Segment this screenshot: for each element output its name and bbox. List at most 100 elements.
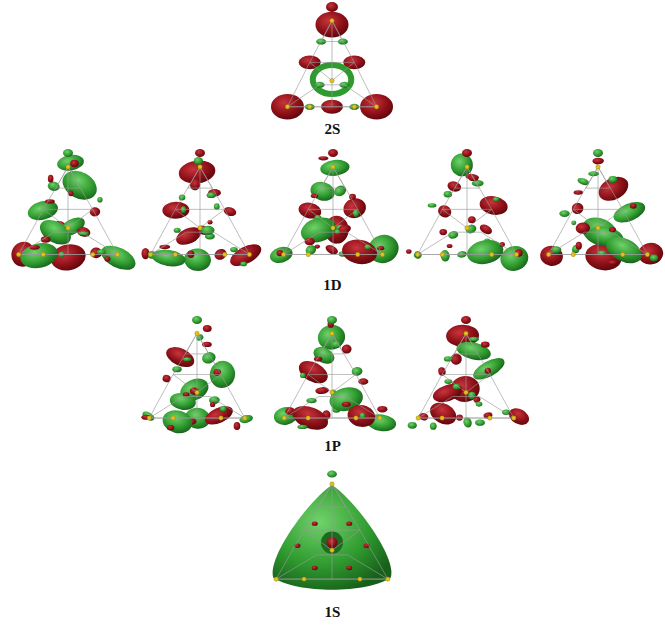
lobe [609,227,616,232]
atom-dot [378,416,382,420]
lobe [203,325,212,332]
bond-line [466,333,467,392]
bond-line [598,254,623,255]
atom-dot [66,165,70,169]
atom-dot [306,416,310,420]
bond-line [442,374,466,392]
bond-line [333,254,358,255]
bond-line [418,374,442,418]
bond-line [549,232,585,254]
atom-dot [330,482,334,486]
atom-dot [195,390,199,394]
atom-dot [415,252,419,256]
bond-line [598,167,610,188]
lobe [450,153,474,177]
orbital-isosurface [406,149,531,274]
bond-line [481,232,517,254]
orbital-isosurface [408,316,532,430]
label-row: 1S [0,603,665,621]
bond-line [200,167,212,188]
bond-line [332,374,356,392]
label-row: 1P [0,437,665,455]
lobe [346,566,352,570]
lobe [453,384,461,390]
atom-dot [330,331,334,335]
orbital-isosurface [142,149,265,272]
lobe [183,357,192,361]
lobe [476,402,483,407]
lobe [341,196,368,221]
orbital-isosurface [8,149,139,275]
lobe [68,191,73,197]
bond-line [358,254,383,255]
lobe [45,199,55,203]
bond-line [68,167,69,228]
lobe [342,402,351,407]
lobe [230,247,238,252]
atom-dot [416,416,420,420]
bond-line [197,333,209,354]
bond-line [149,374,173,418]
atom-dot [621,252,625,256]
bond-line [360,530,388,579]
lobe [319,158,350,177]
lobe [174,228,181,233]
bond-line [197,374,221,392]
bond-line [332,484,346,507]
bond-line [360,579,388,580]
atom-dot [374,105,378,109]
lobe [592,158,604,165]
bond-line [418,396,453,418]
lobe [571,220,576,225]
bond-line [151,254,176,255]
lobe [332,183,348,198]
bond-line [573,254,598,255]
atom-dot [247,252,251,256]
lobe [461,316,471,324]
bond-line [287,85,319,107]
bond-line [356,418,380,419]
lobe [462,149,472,157]
bond-line [68,167,80,188]
lobe [439,229,447,235]
atom-dot [302,577,306,581]
lobe [413,250,423,260]
bond-line [93,209,118,254]
bond-line [68,254,93,255]
lobe [315,244,320,248]
bond-line [332,418,356,419]
lobe [214,203,220,210]
bond-line [467,209,492,228]
atom-dot [147,416,151,420]
bond-line [453,396,480,397]
lobe [650,255,658,262]
lobe [327,471,337,478]
bond-line [332,62,354,80]
bond-line [490,418,514,419]
lobe [595,172,633,206]
bond-line [308,374,332,392]
lobe [593,149,603,157]
bond-line [623,209,648,254]
lobe [162,374,172,383]
bond-line [344,85,376,107]
bond-line [347,232,383,254]
bond-line [149,396,184,418]
bond-line [332,333,344,354]
bond-line [466,418,490,419]
lobe [431,381,465,406]
atom-dot [219,416,223,420]
atom-dot [465,165,469,169]
lobe [268,244,295,266]
atom-dot [16,252,20,256]
bond-line [467,254,492,255]
lobe [326,2,338,12]
bond-line [304,579,332,580]
bond-line [333,167,334,228]
lobe [428,203,437,207]
label-row: 2S [0,120,665,138]
atom-dot [331,165,335,169]
bond-line [418,209,443,254]
lobe [315,387,329,395]
atom-dot [198,226,202,230]
